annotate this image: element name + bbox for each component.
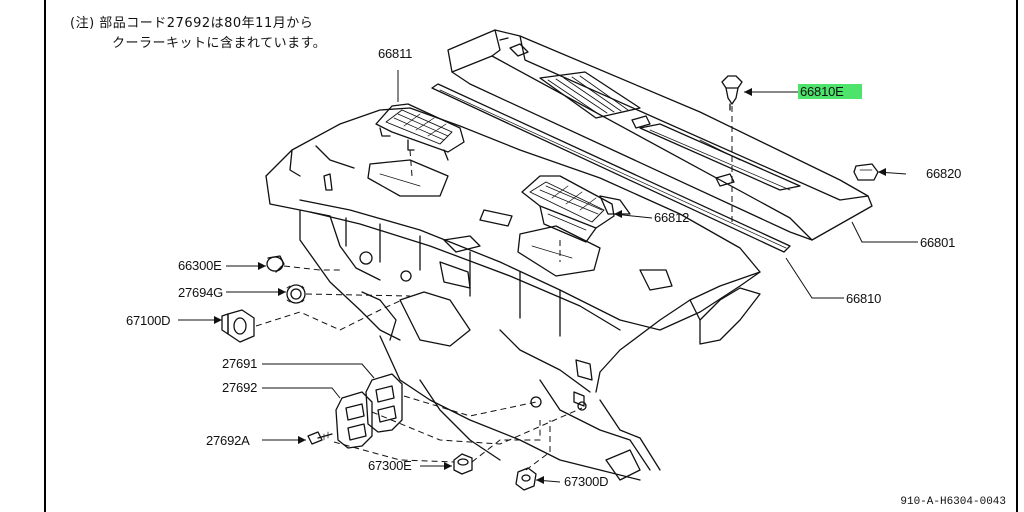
grommet-27694g — [286, 284, 306, 304]
grommet-66820 — [853, 163, 879, 181]
seal-27691 — [365, 373, 403, 433]
label-27694g: 27694G — [178, 285, 224, 300]
clip-67300d — [515, 467, 537, 491]
label-27692a: 27692A — [206, 433, 250, 448]
label-66811: 66811 — [378, 46, 413, 61]
clip-67300e — [453, 453, 473, 475]
right-border-line — [1016, 0, 1018, 512]
diagram-note: (注) 部品コード27692は80年11月から クーラーキットに含まれています。 — [70, 14, 326, 54]
vent-66812 — [521, 175, 615, 243]
label-66820: 66820 — [926, 166, 962, 181]
leader-lines — [178, 70, 918, 483]
drawing-code: 910-A-H6304-0043 — [900, 496, 1006, 508]
cowl-top-panel — [447, 29, 873, 241]
label-67300d: 67300D — [564, 474, 609, 489]
cover-67100d — [221, 309, 255, 343]
note-line-1: (注) 部品コード27692は80年11月から — [70, 16, 314, 31]
assembly-lines — [255, 106, 733, 471]
label-66300e: 66300E — [178, 258, 222, 273]
vent-66811 — [375, 103, 465, 161]
label-67100d: 67100D — [126, 313, 171, 328]
label-67300e: 67300E — [368, 458, 412, 473]
note-line-2: クーラーキットに含まれています。 — [112, 36, 327, 51]
label-27691: 27691 — [222, 356, 258, 371]
seal-27692 — [335, 391, 373, 449]
label-66810e-highlighted[interactable]: 66810E — [798, 84, 862, 99]
clip-66810e — [721, 75, 743, 111]
cowl-weatherstrip — [431, 83, 791, 253]
grommet-66300e — [266, 255, 285, 273]
left-border-line — [44, 0, 46, 512]
screw-27692a — [307, 431, 333, 445]
dash-panel — [265, 107, 761, 481]
leader-arrowheads — [214, 88, 886, 484]
label-66812: 66812 — [654, 210, 690, 225]
label-27692: 27692 — [222, 380, 258, 395]
label-66810: 66810 — [846, 291, 882, 306]
label-66801: 66801 — [920, 235, 956, 250]
